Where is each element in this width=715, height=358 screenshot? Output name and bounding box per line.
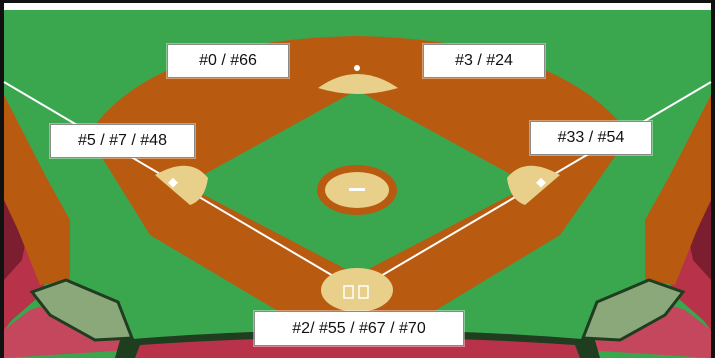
player-label-right: #33 / #54: [530, 121, 652, 155]
second-base-marker: [354, 65, 360, 71]
player-label-bottom: #2/ #55 / #67 / #70: [254, 311, 464, 346]
player-label-top-left: #0 / #66: [167, 44, 289, 78]
home-plate-area: [321, 268, 393, 312]
top-border-white: [4, 3, 711, 10]
pitcher-rubber: [349, 188, 365, 191]
player-label-left: #5 / #7 / #48: [50, 124, 195, 158]
player-label-top-right: #3 / #24: [423, 44, 545, 78]
